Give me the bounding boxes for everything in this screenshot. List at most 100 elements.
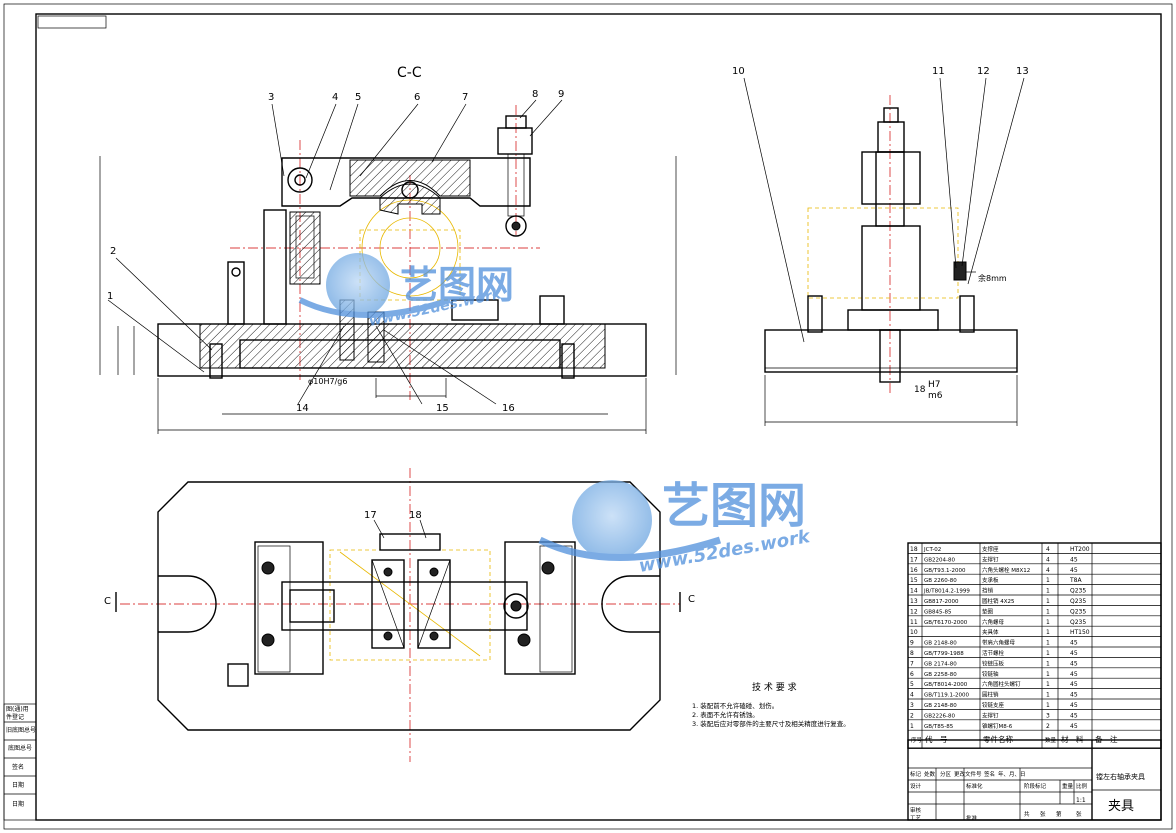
bom-cell-name: 铰链支座	[982, 701, 1005, 709]
bom-cell-no: 5	[910, 681, 914, 688]
tb-label: 共	[1024, 810, 1030, 818]
tb-scale: 1:1	[1076, 797, 1086, 804]
bom-cell-no: 12	[910, 608, 918, 615]
technical-requirements: 技 术 要 求 1. 装配前不允许磕碰、划伤。 2. 表面不允许有锈蚀。 3. …	[692, 681, 850, 728]
tb-label: 更改文件号	[954, 770, 982, 778]
dim-fit-left: φ10H7/g6	[308, 377, 347, 386]
bom-cell-code: GB 2148-80	[924, 703, 957, 709]
tb-label: 阶段标记	[1024, 782, 1047, 790]
bom-cell-name: 圆柱销 4X25	[982, 597, 1015, 605]
bom-cell-mat: 45	[1070, 556, 1078, 563]
sidebar-label: 图(通)用	[6, 705, 29, 713]
callout: 16	[502, 403, 515, 414]
sidebar-registration: 图(通)用 件登记 旧底图总号 底图总号 签名 日期 日期	[3, 703, 37, 821]
callout: 7	[462, 92, 468, 103]
bom-cell-code: GB817-2000	[924, 599, 959, 605]
watermark-2: 艺图网 www.52des.work	[538, 478, 812, 577]
watermark-1: 艺图网 www.52des.work	[298, 253, 514, 330]
bom-cell-no: 11	[910, 619, 918, 626]
watermark-text: 艺图网	[662, 478, 806, 534]
bom-cell-no: 2	[910, 712, 914, 719]
bom-cell-name: 带肩六角螺母	[982, 639, 1016, 647]
tb-label: 标准化	[966, 782, 983, 790]
bom-header-cell: 代 号	[925, 734, 948, 744]
bom-cell-name: 六角圆柱头螺钉	[982, 680, 1021, 688]
bom-cell-no: 4	[910, 692, 914, 699]
bom-cell-no: 1	[910, 723, 914, 730]
bom-cell-name: 圆柱销	[982, 691, 999, 699]
bom-header-cell: 零件名称	[983, 734, 1013, 744]
bom-cell-qty: 1	[1046, 681, 1050, 688]
base-section	[199, 323, 606, 369]
bom-cell-name: 垫圈	[982, 607, 994, 615]
bom-cell-code: GB/T119.1-2000	[924, 693, 969, 699]
bom-cell-mat: Q235	[1070, 619, 1086, 626]
bom-cell-qty: 1	[1046, 660, 1050, 667]
tb-label: 年、月、日	[998, 770, 1026, 778]
bom-cell-code: GB 2174-80	[924, 661, 957, 667]
bom-cell-mat: 45	[1070, 681, 1078, 688]
bom-cell-qty: 1	[1046, 629, 1050, 636]
bom-cell-name: 活节螺栓	[982, 649, 1005, 657]
bom-cell-qty: 1	[1046, 619, 1050, 626]
tb-label: 比例	[1076, 782, 1088, 790]
callout: 6	[414, 92, 420, 103]
bom-cell-mat: HT200	[1070, 546, 1090, 553]
bom-cell-code: GB845-85	[924, 609, 952, 615]
tb-label: 批准	[966, 814, 978, 822]
callout: 8	[532, 89, 538, 100]
sidebar-label: 旧底图总号	[6, 726, 36, 734]
bom-cell-name: 挡销	[982, 587, 994, 595]
bom-cell-name: 支承板	[982, 576, 999, 584]
bom-cell-name: 铰链压板	[982, 659, 1005, 667]
bom-cell-qty: 1	[1046, 608, 1050, 615]
bom-cell-code: GB 2258-80	[924, 672, 957, 678]
dim-fit-right-up: H7	[928, 380, 941, 390]
outer-border	[3, 3, 1173, 830]
tb-label: 标记	[910, 770, 922, 778]
tb-label: 第	[1056, 810, 1062, 818]
corner-box	[37, 15, 107, 29]
tb-label: 张	[1040, 810, 1046, 818]
sidebar-label: 日期	[12, 781, 24, 789]
bom-cell-no: 14	[910, 588, 918, 595]
section-label: C-C	[397, 65, 422, 81]
tb-label: 设计	[910, 782, 922, 790]
sidebar-label: 底图总号	[8, 744, 32, 752]
bom-cell-qty: 1	[1046, 577, 1050, 584]
bom-cell-mat: 45	[1070, 671, 1078, 678]
top-view: C C 17 18	[104, 468, 695, 762]
bom-cell-no: 9	[910, 640, 914, 647]
bom-cell-qty: 2	[1046, 723, 1050, 730]
dim-note-right: 余8mm	[978, 273, 1007, 283]
tb-label: 重量	[1062, 782, 1074, 790]
side-view: 余8mm 18 H7 m6 10 11 12 13	[732, 66, 1029, 426]
watermark-text: 艺图网	[400, 263, 514, 307]
bom-cell-no: 6	[910, 671, 914, 678]
bom-cell-name: 支撑钉	[982, 555, 999, 563]
section-mark-left: C	[104, 596, 111, 607]
callout: 4	[332, 92, 338, 103]
bom-cell-code: JB/T8014.2-1999	[923, 589, 970, 595]
bom-cell-code: GB/T85-85	[924, 724, 954, 730]
bom-cell-code: GB/T8014-2000	[924, 682, 968, 688]
bom-cell-mat: Q235	[1070, 588, 1086, 595]
tb-label: 分区	[940, 770, 952, 778]
sidebar-label: 日期	[12, 800, 24, 808]
bom-cell-mat: 45	[1070, 723, 1078, 730]
bom-cell-name: 夹具体	[982, 628, 999, 636]
bom-cell-no: 17	[910, 556, 918, 563]
sidebar-label: 件登记	[6, 713, 24, 721]
bom-cell-mat: 45	[1070, 692, 1078, 699]
bom-cell-mat: 45	[1070, 660, 1078, 667]
tb-label: 审核	[910, 806, 922, 814]
bom-cell-qty: 4	[1046, 546, 1050, 553]
tb-label: 工艺	[910, 815, 922, 822]
bom-cell-qty: 4	[1046, 556, 1050, 563]
callout: 10	[732, 66, 745, 77]
callout: 18	[409, 510, 422, 521]
callout: 1	[107, 291, 113, 302]
callout: 2	[110, 246, 116, 257]
tb-label: 签名	[984, 770, 995, 778]
